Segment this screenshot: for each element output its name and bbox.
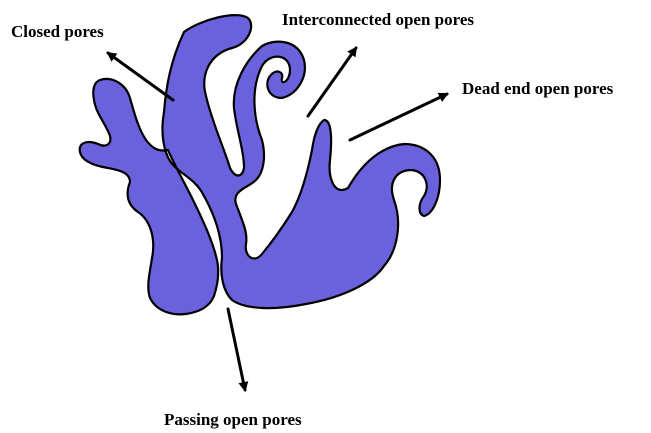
porous-material-body bbox=[80, 15, 440, 314]
closed-pores-label: Closed pores bbox=[11, 22, 104, 41]
interconnected-open-pores-label: Interconnected open pores bbox=[282, 10, 474, 29]
dead-end-pores-arrow bbox=[350, 94, 447, 140]
passing-pores-arrow bbox=[228, 309, 245, 390]
interconnected-pores-arrow bbox=[308, 48, 356, 116]
passing-open-pores-label: Passing open pores bbox=[164, 410, 302, 429]
dead-end-open-pores-label: Dead end open pores bbox=[462, 79, 614, 98]
